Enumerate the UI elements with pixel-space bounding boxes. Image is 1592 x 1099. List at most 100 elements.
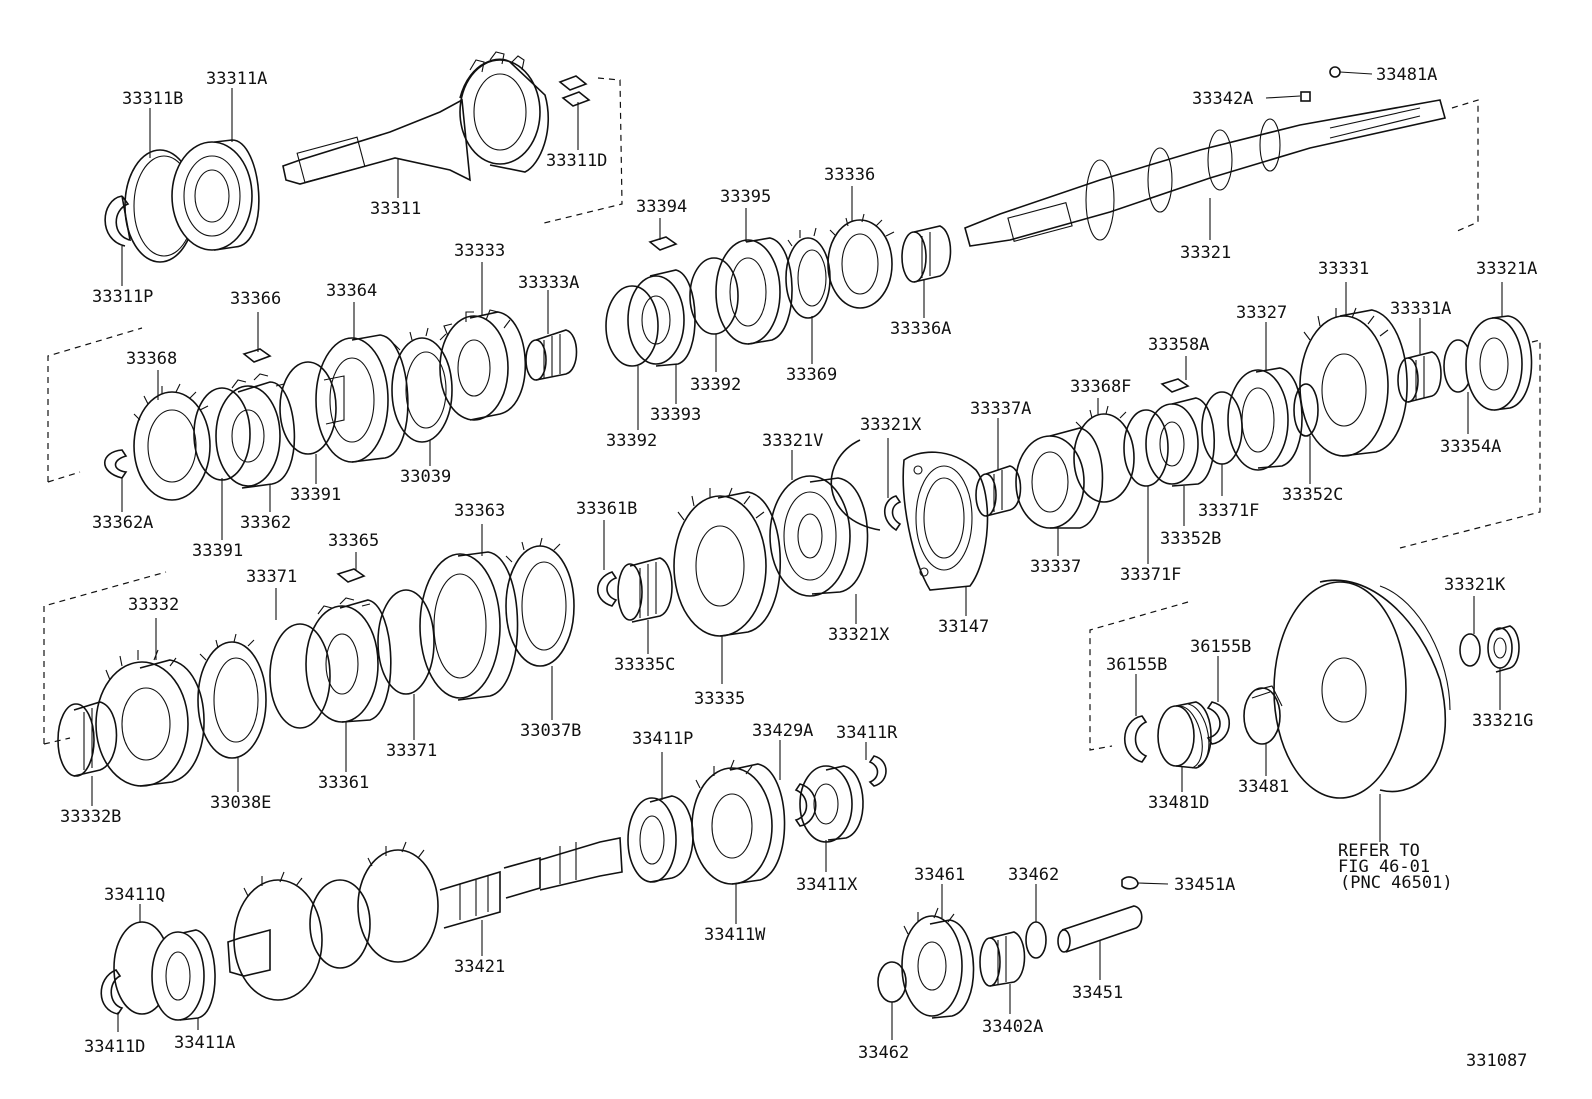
label-33362a: 33362A (92, 513, 153, 533)
label-33332: 33332 (128, 595, 179, 615)
key-33358a (1160, 378, 1190, 393)
sleeve-33364 (315, 334, 409, 463)
label-33321: 33321 (1180, 243, 1231, 263)
label-33411p: 33411P (632, 729, 693, 749)
bearing-33337a (975, 465, 1022, 517)
bearing-33332b (57, 701, 118, 777)
label-33333a: 33333A (518, 273, 579, 293)
rear-drum-group (1089, 579, 1520, 799)
label-33371f: 33371F (1198, 501, 1259, 521)
counter-shaft-33421 (227, 837, 623, 1001)
label-33371: 33371 (246, 567, 297, 587)
washer-33462 (1025, 921, 1047, 959)
bearing-33402a (979, 931, 1026, 987)
label-33361: 33361 (318, 773, 369, 793)
ball-33481a (1329, 66, 1341, 78)
ball-33451a (1121, 876, 1139, 890)
drum-46501 (1273, 579, 1451, 799)
key-33365 (336, 568, 366, 583)
part-33481 (1243, 685, 1283, 745)
ring-33371f (1123, 409, 1169, 487)
label-33421: 33421 (454, 957, 505, 977)
label-33392-b: 33392 (690, 375, 741, 395)
bearing-33411p (627, 795, 694, 883)
label-33358a: 33358A (1148, 335, 1209, 355)
label-33411q: 33411Q (104, 885, 165, 905)
ring-33392-b (689, 257, 739, 335)
label-33342a: 33342A (1192, 89, 1253, 109)
bearing-33333a (525, 329, 578, 381)
main-shaft-33321 (964, 66, 1479, 247)
label-33038e: 33038E (210, 793, 271, 813)
label-33336a: 33336A (890, 319, 951, 339)
ring-33392 (605, 285, 659, 367)
label-33393: 33393 (650, 405, 701, 425)
refer-note-line-3: (PNC 46501) (1340, 873, 1453, 893)
gear-33038e (197, 633, 267, 759)
synchro-group-lower (43, 537, 575, 787)
label-33411d: 33411D (84, 1037, 145, 1057)
label-33394: 33394 (636, 197, 687, 217)
label-33462-b: 33462 (858, 1043, 909, 1063)
bearing-33336a (901, 225, 952, 283)
label-33402a: 33402A (982, 1017, 1043, 1037)
sleeve-33395 (715, 237, 793, 345)
label-33311: 33311 (370, 199, 421, 219)
label-33364: 33364 (326, 281, 377, 301)
snap-ring-33411d (100, 969, 124, 1015)
label-33321v: 33321V (762, 431, 823, 451)
label-33366: 33366 (230, 289, 281, 309)
label-33321x: 33321X (860, 415, 922, 435)
gear-33337 (1015, 427, 1104, 529)
snap-ring-33321x (883, 495, 902, 532)
snap-ring-33361b (596, 571, 618, 607)
label-33335: 33335 (694, 689, 745, 709)
label-33354a: 33354A (1440, 437, 1501, 457)
label-33147: 33147 (938, 617, 989, 637)
bearing-33411a (151, 929, 216, 1021)
bearing-33321v (769, 475, 869, 597)
label-33337: 33337 (1030, 557, 1081, 577)
hub-33361 (305, 597, 392, 723)
label-33311p: 33311P (92, 287, 153, 307)
sleeve-33327 (1227, 367, 1303, 471)
label-33337a: 33337A (970, 399, 1031, 419)
label-33411a: 33411A (174, 1033, 235, 1053)
hub-33362 (215, 373, 296, 489)
label-33391-b: 33391 (192, 541, 243, 561)
label-33321a: 33321A (1476, 259, 1537, 279)
label-33411r: 33411R (836, 723, 898, 743)
snap-ring-33429a (794, 783, 817, 827)
snap-ring-36155b (1123, 715, 1148, 763)
label-33368: 33368 (126, 349, 177, 369)
label-33391: 33391 (290, 485, 341, 505)
refer-note-line-2: FIG 46-01 (1338, 857, 1430, 877)
reverse-idler-group (877, 876, 1169, 1019)
label-33039: 33039 (400, 467, 451, 487)
gear-33336 (827, 213, 895, 309)
center-group (596, 439, 989, 637)
label-33332b: 33332B (60, 807, 121, 827)
gear-33037b (505, 537, 575, 667)
label-33037b: 33037B (520, 721, 581, 741)
counter-shaft-group (100, 755, 887, 1021)
label-33411x: 33411X (796, 875, 858, 895)
input-shaft-33311 (282, 51, 549, 185)
pin-33342a (1300, 91, 1311, 102)
key-33366 (242, 348, 272, 363)
label-33365: 33365 (328, 531, 379, 551)
retainer-33147 (902, 451, 989, 591)
part-labels: 33311B 33311A 33311 33311D 33311P 33394 … (60, 65, 1537, 1071)
label-33352c: 33352C (1282, 485, 1343, 505)
nut-33321g (1487, 625, 1520, 673)
label-33395: 33395 (720, 187, 771, 207)
label-33363: 33363 (454, 501, 505, 521)
label-33451: 33451 (1072, 983, 1123, 1003)
gear-33039 (391, 327, 453, 443)
spring-33481d (1157, 701, 1212, 769)
bearing-33335c (617, 557, 673, 623)
label-33371-b: 33371 (386, 741, 437, 761)
label-33369: 33369 (786, 365, 837, 385)
bearing-33321a (1465, 315, 1533, 411)
